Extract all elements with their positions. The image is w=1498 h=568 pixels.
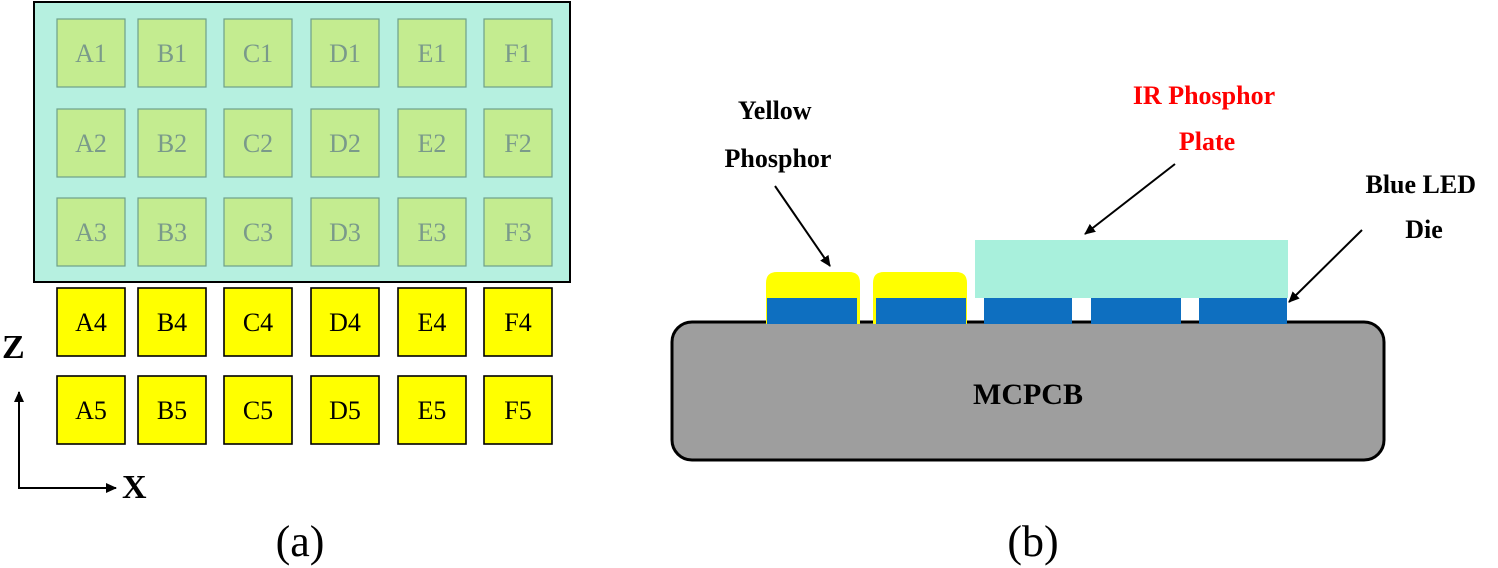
caption-b: (b) — [1007, 517, 1058, 566]
chip-label-b3: B3 — [157, 218, 187, 247]
yellow-phosphor-arrow — [774, 185, 831, 267]
blue-led-die-arrow — [1288, 229, 1363, 303]
chip-b2 — [137, 108, 207, 178]
chip-label-e4: E4 — [418, 308, 447, 337]
ir-plate-label-line2: Plate — [1179, 127, 1235, 156]
blue-led-die-label-line2: Die — [1405, 215, 1443, 244]
chip-a1 — [56, 18, 126, 88]
chip-label-e5: E5 — [418, 396, 447, 425]
chip-label-d1: D1 — [329, 39, 361, 68]
chip-label-c5: C5 — [243, 396, 273, 425]
chip-b4 — [137, 287, 207, 357]
chip-label-f3: F3 — [504, 218, 531, 247]
blue-led-die-label: Blue LED Die — [1365, 170, 1482, 244]
chip-label-b4: B4 — [157, 308, 187, 337]
axis-indicator: Z X — [2, 329, 147, 506]
chip-label-e2: E2 — [418, 129, 447, 158]
chip-d3 — [310, 197, 380, 267]
chip-e4 — [397, 287, 467, 357]
ir-plate-arrow — [1084, 163, 1176, 235]
chip-label-a4: A4 — [75, 308, 107, 337]
chip-a2 — [56, 108, 126, 178]
chip-c4 — [223, 287, 293, 357]
chip-label-a2: A2 — [75, 129, 107, 158]
blue-led-die-5 — [1199, 298, 1287, 324]
chip-f4 — [483, 287, 553, 357]
chip-label-f2: F2 — [504, 129, 531, 158]
x-axis-label: X — [122, 469, 147, 506]
blue-led-die-1 — [767, 298, 857, 324]
mcpcb-label: MCPCB — [973, 378, 1083, 411]
chip-c3 — [223, 197, 293, 267]
chip-d4 — [310, 287, 380, 357]
chip-label-f5: F5 — [504, 396, 531, 425]
yellow-phosphor-label-line2: Phosphor — [725, 144, 832, 173]
chip-d2 — [310, 108, 380, 178]
chip-b1 — [137, 18, 207, 88]
chip-e5 — [397, 375, 467, 445]
chip-e2 — [397, 108, 467, 178]
yellow-phosphor-label-line1: Yellow — [738, 96, 812, 125]
chip-label-c4: C4 — [243, 308, 273, 337]
chip-label-a3: A3 — [75, 218, 107, 247]
chip-label-d5: D5 — [329, 396, 361, 425]
ir-plate-label: IR Phosphor Plate — [1133, 81, 1281, 156]
blue-led-die-label-line1: Blue LED — [1365, 170, 1476, 199]
yellow-phosphor-label: Yellow Phosphor — [725, 96, 832, 173]
chip-label-d2: D2 — [329, 129, 361, 158]
blue-led-die-4 — [1091, 298, 1181, 324]
chip-label-d4: D4 — [329, 308, 361, 337]
chip-c2 — [223, 108, 293, 178]
chip-e1 — [397, 18, 467, 88]
chip-label-c2: C2 — [243, 129, 273, 158]
chip-label-c3: C3 — [243, 218, 273, 247]
chip-label-f1: F1 — [504, 39, 531, 68]
ir-phosphor-plate — [975, 240, 1288, 298]
blue-led-die-3 — [984, 298, 1072, 324]
chip-label-b5: B5 — [157, 396, 187, 425]
chip-c5 — [223, 375, 293, 445]
chip-label-a1: A1 — [75, 39, 107, 68]
chip-label-e1: E1 — [418, 39, 447, 68]
ir-plate-label-line1: IR Phosphor — [1133, 81, 1275, 110]
chip-label-f4: F4 — [504, 308, 531, 337]
chip-b3 — [137, 197, 207, 267]
chip-f1 — [483, 18, 553, 88]
chip-a5 — [56, 375, 126, 445]
chip-d1 — [310, 18, 380, 88]
chip-e3 — [397, 197, 467, 267]
chip-f5 — [483, 375, 553, 445]
chip-label-d3: D3 — [329, 218, 361, 247]
chip-label-b2: B2 — [157, 129, 187, 158]
chip-c1 — [223, 18, 293, 88]
chip-label-e3: E3 — [418, 218, 447, 247]
blue-led-die-2 — [876, 298, 966, 324]
chip-f2 — [483, 108, 553, 178]
chip-a4 — [56, 287, 126, 357]
panel-b: MCPCB Yellow Phosphor IR Phosphor Plate … — [670, 81, 1482, 566]
chip-a3 — [56, 197, 126, 267]
caption-a: (a) — [276, 517, 325, 566]
z-axis-label: Z — [2, 329, 25, 366]
chip-label-b1: B1 — [157, 39, 187, 68]
chip-f3 — [483, 197, 553, 267]
chip-label-a5: A5 — [75, 396, 107, 425]
chip-d5 — [310, 375, 380, 445]
chip-label-c1: C1 — [243, 39, 273, 68]
chip-b5 — [137, 375, 207, 445]
